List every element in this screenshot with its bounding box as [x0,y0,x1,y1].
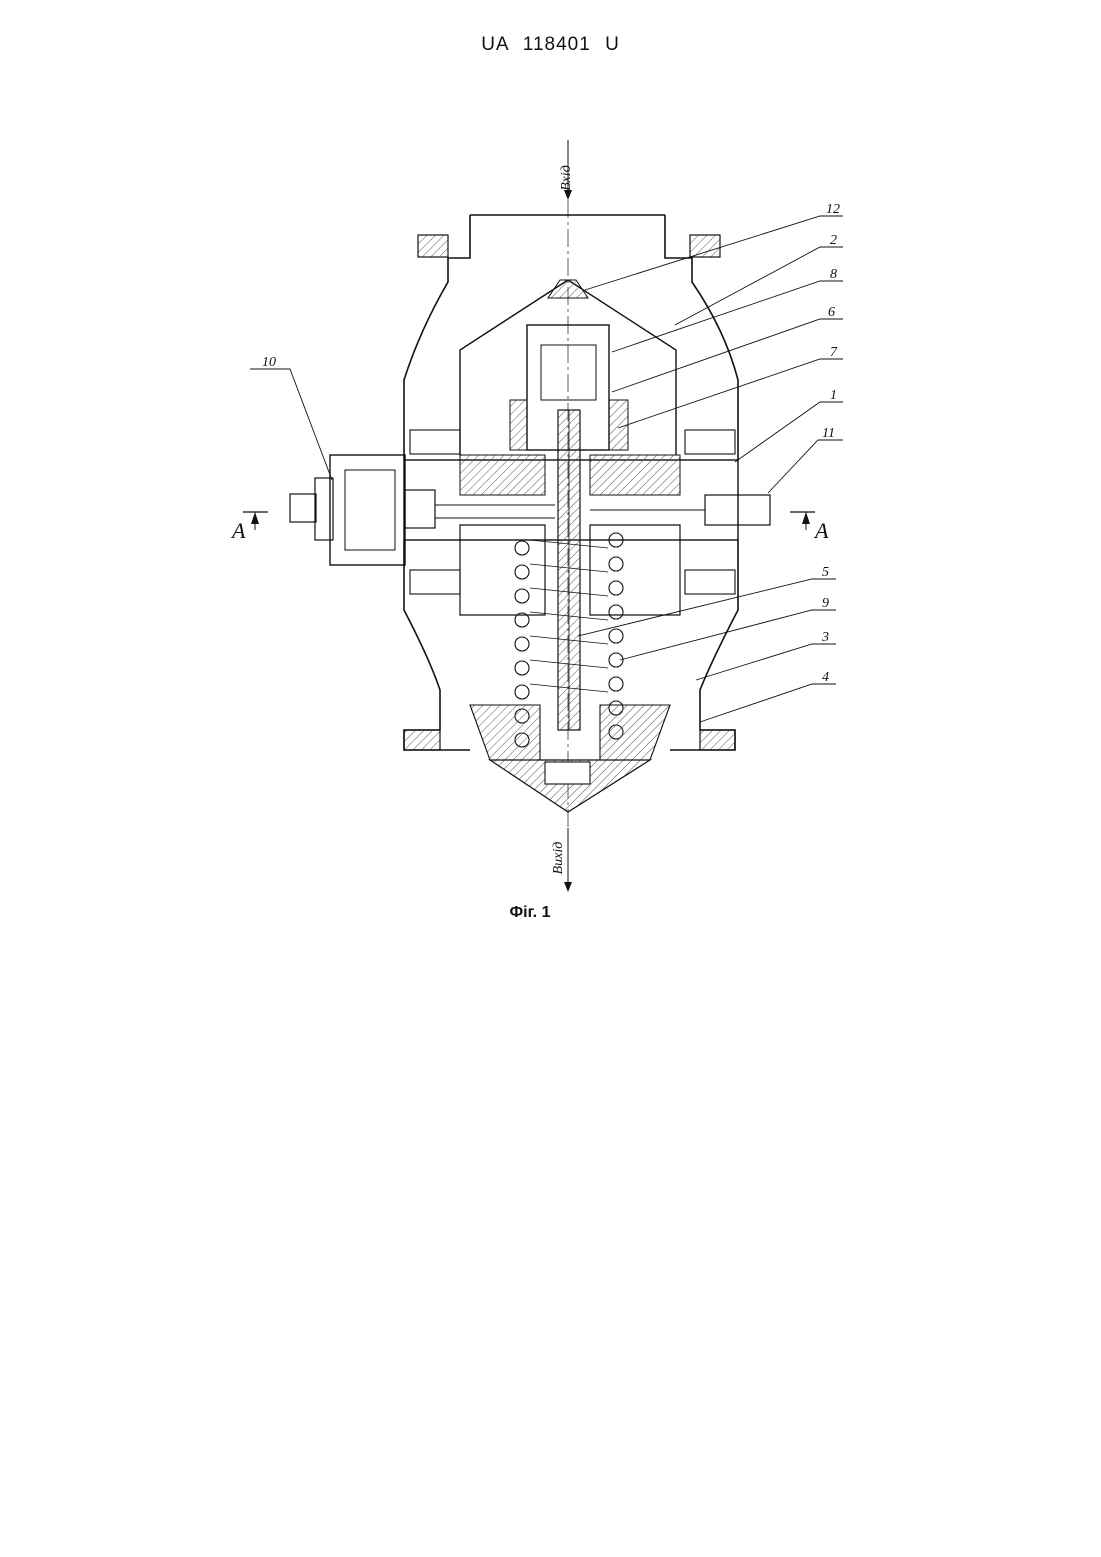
section-marker-left: A [230,518,246,543]
callout-2: 2 [830,233,837,248]
callout-9: 9 [822,596,829,611]
leader-11 [768,440,843,493]
callout-8: 8 [830,267,837,282]
callout-1: 1 [830,388,837,403]
bottom-flange-left [404,730,440,750]
leader-7 [618,359,843,428]
leader-4 [700,684,836,722]
callout-5: 5 [822,565,829,580]
leader-5 [578,579,836,636]
top-flange-left [418,235,448,257]
bottom-flange-right [700,730,735,750]
leader-8 [612,281,843,352]
callout-12: 12 [826,202,840,217]
callout-6: 6 [828,305,835,320]
callout-4: 4 [822,670,829,685]
leader-6 [612,319,843,392]
top-flange-right [690,235,720,257]
leader-2 [675,247,843,325]
actuator-10 [330,455,405,565]
callout-7: 7 [830,345,838,360]
callout-11: 11 [822,426,835,441]
outlet-label: Вихід [551,842,566,875]
leader-3 [696,644,836,680]
figure-caption: Фіг. 1 [480,904,580,922]
callout-3: 3 [821,630,829,645]
section-marker-right: A [813,518,829,543]
inlet-label: Вхід [559,165,574,191]
callout-10: 10 [262,355,276,370]
leader-10 [250,369,332,480]
